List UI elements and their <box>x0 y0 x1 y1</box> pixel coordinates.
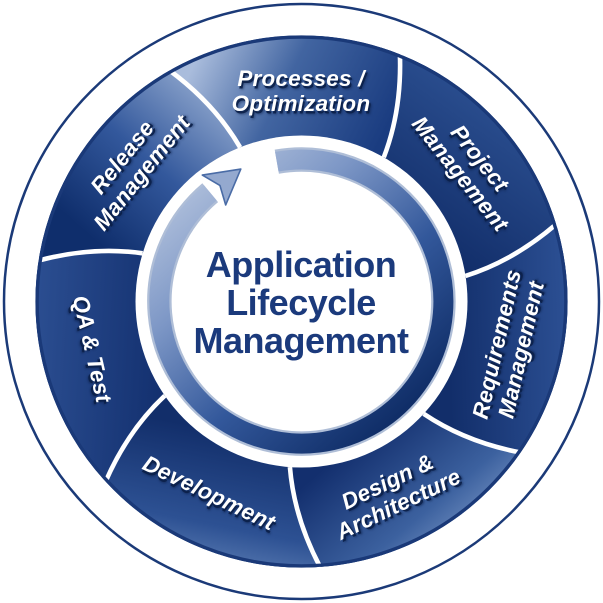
separator-line <box>168 68 243 149</box>
segment-label-line: Processes / <box>237 66 365 91</box>
separator-line <box>38 248 143 263</box>
separator-line <box>464 222 558 279</box>
separator-line <box>103 394 167 483</box>
ring-segment-design-architecture <box>289 413 521 567</box>
separator-line <box>422 411 521 455</box>
center-title-line: Application <box>205 244 397 285</box>
segment-label-processes-optimization: Processes / Optimization <box>232 66 371 116</box>
ring-outer-rim <box>35 35 568 568</box>
separator-line <box>287 466 323 568</box>
cycle-arrow-icon <box>147 147 456 456</box>
center-title-line: Lifecycle <box>226 282 376 323</box>
segment-label-line: Optimization <box>231 91 371 116</box>
cycle-arrow-body <box>149 149 454 454</box>
cycle-arrowhead <box>201 168 242 206</box>
ring-segment-project-management <box>383 54 557 276</box>
ring-segment-requirements-management <box>423 224 568 453</box>
center-title-line: Management <box>193 320 409 361</box>
separator-line <box>381 54 403 159</box>
segment-separators <box>38 54 558 568</box>
inner-white-disc <box>135 135 468 468</box>
ring-segment-release-management <box>38 70 241 261</box>
center-title: Application Lifecycle Management <box>193 244 409 361</box>
